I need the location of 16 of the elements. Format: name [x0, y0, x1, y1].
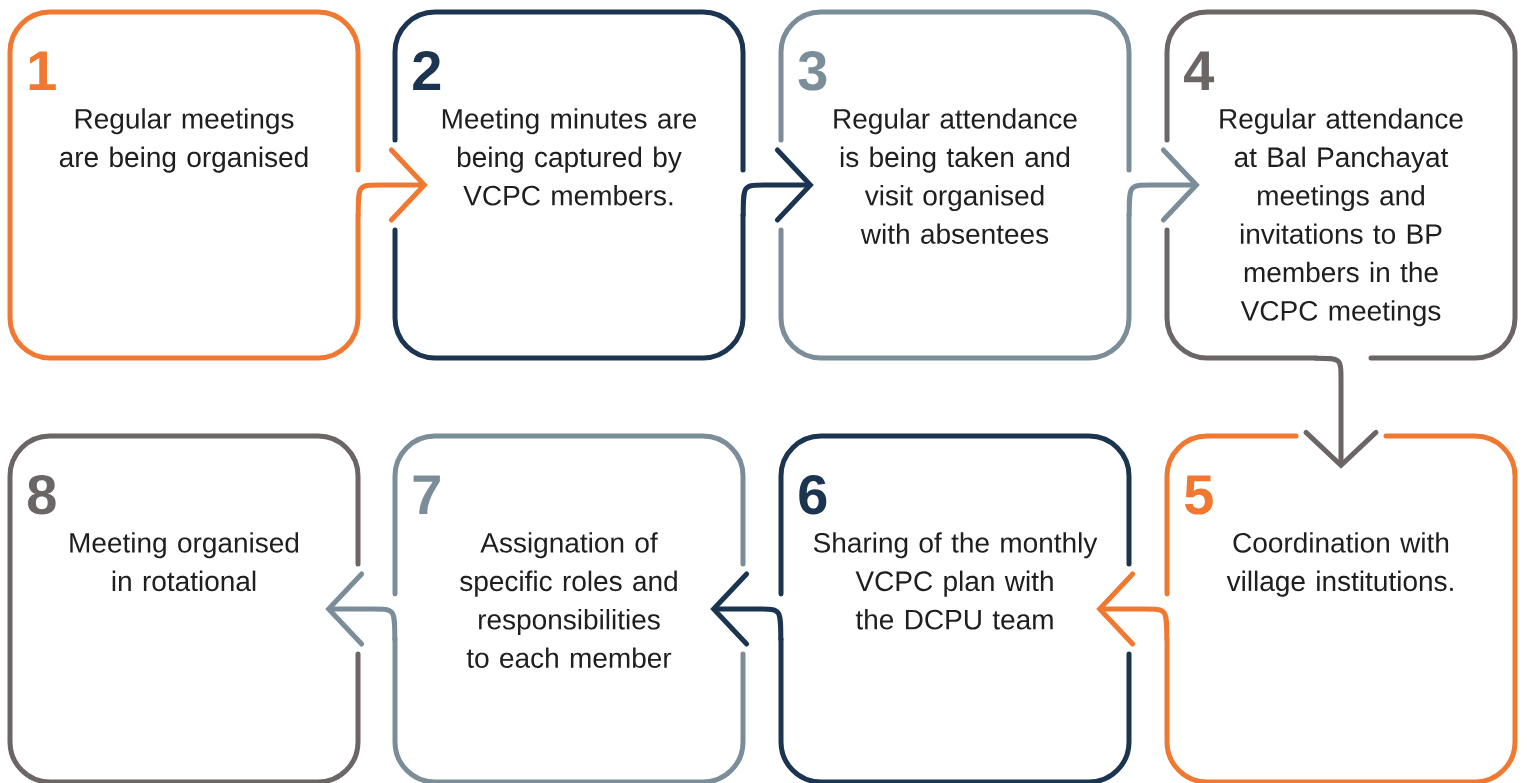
step-description: Meeting minutes are being captured by VCPC members.	[442, 108, 697, 206]
step-number: 1	[29, 51, 56, 90]
step-description: Regular meetings are being organised	[59, 108, 308, 173]
step-number: 4	[1184, 51, 1215, 90]
step-number: 5	[1184, 475, 1213, 515]
step-description: Sharing of the monthly VCPC plan with the DCPU team	[813, 532, 1098, 630]
step-number: 6	[799, 474, 827, 515]
step-description: Assignation of specific roles and responsibilities to each member	[460, 532, 677, 668]
step-number: 8	[28, 474, 56, 515]
step-number: 2	[413, 50, 441, 90]
step-description: Coordination with village institutions.	[1226, 532, 1453, 597]
step-number: 7	[413, 475, 440, 514]
step-description: Regular attendance is being taken and visit organised with absentees	[834, 108, 1077, 244]
step-number: 3	[798, 50, 827, 91]
step-description: Regular attendance at Bal Panchayat meetings and invitations to BP members in the VCPC meetings	[1220, 108, 1463, 327]
step-description: Meeting organised in rotational	[70, 532, 299, 592]
